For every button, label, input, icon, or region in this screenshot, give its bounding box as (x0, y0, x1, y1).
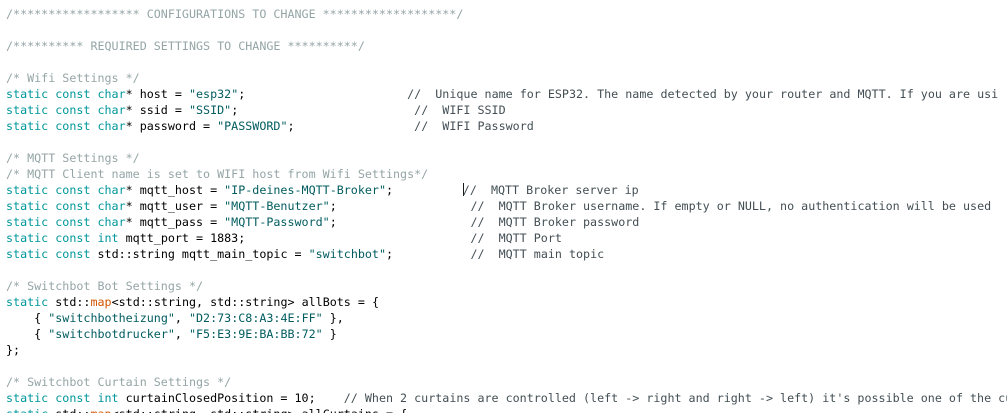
code-segment-cm1: // MQTT Port (470, 231, 562, 245)
code-segment-pl: mqtt_port = 1883; (118, 231, 471, 245)
code-segment-pl: * mqtt_host = (125, 183, 225, 197)
code-segment-kw: static const char (6, 103, 126, 117)
code-segment-str: "F5:E3:9E:BA:BB:72" (188, 327, 323, 341)
code-segment-cm1: // MQTT Broker server ip (462, 183, 639, 197)
code-segment-str: "D2:73:C8:A3:4E:FF" (188, 311, 323, 325)
code-segment-pl: std::string mqtt_main_topic = (90, 247, 309, 261)
code-segment-fn: map (90, 295, 112, 309)
code-segment-kw: static const char (6, 119, 126, 133)
code-segment-pl: } (322, 327, 337, 341)
code-segment-str: "SSID" (188, 103, 232, 117)
code-line: static const int mqtt_port = 1883; // MQ… (6, 230, 1007, 246)
code-segment-pl: ; (287, 119, 415, 133)
code-segment-cm1: // WIFI SSID (414, 103, 506, 117)
code-line: /****************** CONFIGURATIONS TO CH… (6, 6, 1007, 22)
code-segment-pl: * mqtt_pass = (125, 215, 225, 229)
code-segment-fn: map (90, 407, 111, 413)
code-segment-kw: static const char (6, 183, 126, 197)
code-segment-kw: static const int (6, 231, 119, 245)
code-segment-cm2: /* MQTT Client name is set to WIFI host … (6, 167, 429, 181)
code-segment-kw: static const (6, 247, 91, 261)
code-line (6, 262, 1007, 278)
code-segment-pl: , (174, 327, 189, 341)
code-line: /********** REQUIRED SETTINGS TO CHANGE … (6, 38, 1007, 54)
code-segment-pl: { (6, 311, 49, 325)
code-segment-str: "PASSWORD" (217, 119, 288, 133)
code-segment-kw: static (6, 407, 48, 413)
code-line: static const char* ssid = "SSID"; // WIF… (6, 102, 1007, 118)
code-line (6, 54, 1007, 70)
code-line: static const char* host = "esp32"; // Un… (6, 86, 1007, 102)
code-segment-pl: ; (329, 199, 471, 213)
code-segment-pl: ; (385, 183, 464, 197)
code-segment-pl: , (174, 311, 189, 325)
code-segment-cm2: /********** REQUIRED SETTINGS TO CHANGE … (6, 39, 365, 53)
code-line: static const int curtainClosedPosition =… (6, 390, 1007, 406)
code-line: { "switchbotdrucker", "F5:E3:9E:BA:BB:72… (6, 326, 1007, 342)
code-line: static const char* mqtt_pass = "MQTT-Pas… (6, 214, 1007, 230)
code-segment-str: "switchbot" (308, 247, 386, 261)
code-segment-kw: static const char (6, 199, 126, 213)
code-line (6, 22, 1007, 38)
code-segment-pl: ; (329, 215, 471, 229)
code-segment-cm1: // WIFI Password (414, 119, 534, 133)
code-segment-cm1: // MQTT Broker password (470, 215, 640, 229)
code-segment-pl: std:: (48, 407, 90, 413)
code-segment-cm1: // Unique name for ESP32. The name detec… (407, 87, 999, 101)
code-segment-pl: <std::string, std::string> allBots = { (111, 295, 379, 309)
text-cursor-icon (463, 183, 465, 196)
code-segment-str: "MQTT-Benutzer" (224, 199, 330, 213)
code-segment-kw: static const char (6, 215, 126, 229)
code-line: /* Switchbot Curtain Settings */ (6, 374, 1007, 390)
code-segment-str: "switchbotdrucker" (48, 327, 175, 341)
code-line (6, 358, 1007, 374)
code-segment-pl: std:: (48, 295, 91, 309)
code-segment-pl: * password = (125, 119, 218, 133)
code-segment-pl: }, (322, 311, 344, 325)
code-line: static std::map<std::string, std::string… (6, 406, 1007, 413)
code-line: { "switchbotheizung", "D2:73:C8:A3:4E:FF… (6, 310, 1007, 326)
code-line: static const char* mqtt_host = "IP-deine… (6, 182, 1007, 198)
code-line (6, 134, 1007, 150)
code-segment-pl: curtainClosedPosition = 10; (118, 391, 344, 405)
code-segment-str: "switchbotheizung" (48, 311, 175, 325)
code-line: static std::map<std::string, std::string… (6, 294, 1007, 310)
code-segment-cm1: // MQTT Broker username. If empty or NUL… (470, 199, 992, 213)
code-segment-cm2: /****************** CONFIGURATIONS TO CH… (6, 7, 464, 21)
code-line: static const char* password = "PASSWORD"… (6, 118, 1007, 134)
code-segment-pl: * host = (125, 87, 189, 101)
code-segment-cm1: // MQTT main topic (470, 247, 605, 261)
code-segment-cm2: /* Switchbot Curtain Settings */ (6, 375, 232, 389)
code-segment-kw: static const int (6, 391, 119, 405)
code-segment-pl: ; (238, 87, 408, 101)
code-segment-pl: ; (386, 247, 471, 261)
code-segment-kw: static (6, 295, 49, 309)
code-line: static const char* mqtt_user = "MQTT-Ben… (6, 198, 1007, 214)
code-line: /* MQTT Settings */ (6, 150, 1007, 166)
code-segment-pl: ; (231, 103, 415, 117)
code-segment-kw: static const char (6, 87, 126, 101)
code-line: /* Wifi Settings */ (6, 70, 1007, 86)
code-line: /* MQTT Client name is set to WIFI host … (6, 166, 1007, 182)
code-segment-pl: * ssid = (125, 103, 189, 117)
code-line: }; (6, 342, 1007, 358)
code-segment-pl: <std::string, std::string> allCurtains =… (112, 407, 408, 413)
code-segment-pl: { (6, 327, 49, 341)
code-segment-pl: }; (6, 343, 21, 357)
code-segment-cm1: // When 2 curtains are controlled (left … (343, 391, 1007, 405)
code-line: /* Switchbot Bot Settings */ (6, 278, 1007, 294)
code-segment-cm2: /* Wifi Settings */ (6, 71, 140, 85)
code-segment-str: "IP-deines-MQTT-Broker" (224, 183, 386, 197)
code-segment-cm2: /* Switchbot Bot Settings */ (6, 279, 204, 293)
code-line: static const std::string mqtt_main_topic… (6, 246, 1007, 262)
code-segment-cm2: /* MQTT Settings */ (6, 151, 140, 165)
code-segment-str: "esp32" (188, 87, 239, 101)
code-segment-str: "MQTT-Password" (224, 215, 330, 229)
code-segment-pl: * mqtt_user = (125, 199, 225, 213)
